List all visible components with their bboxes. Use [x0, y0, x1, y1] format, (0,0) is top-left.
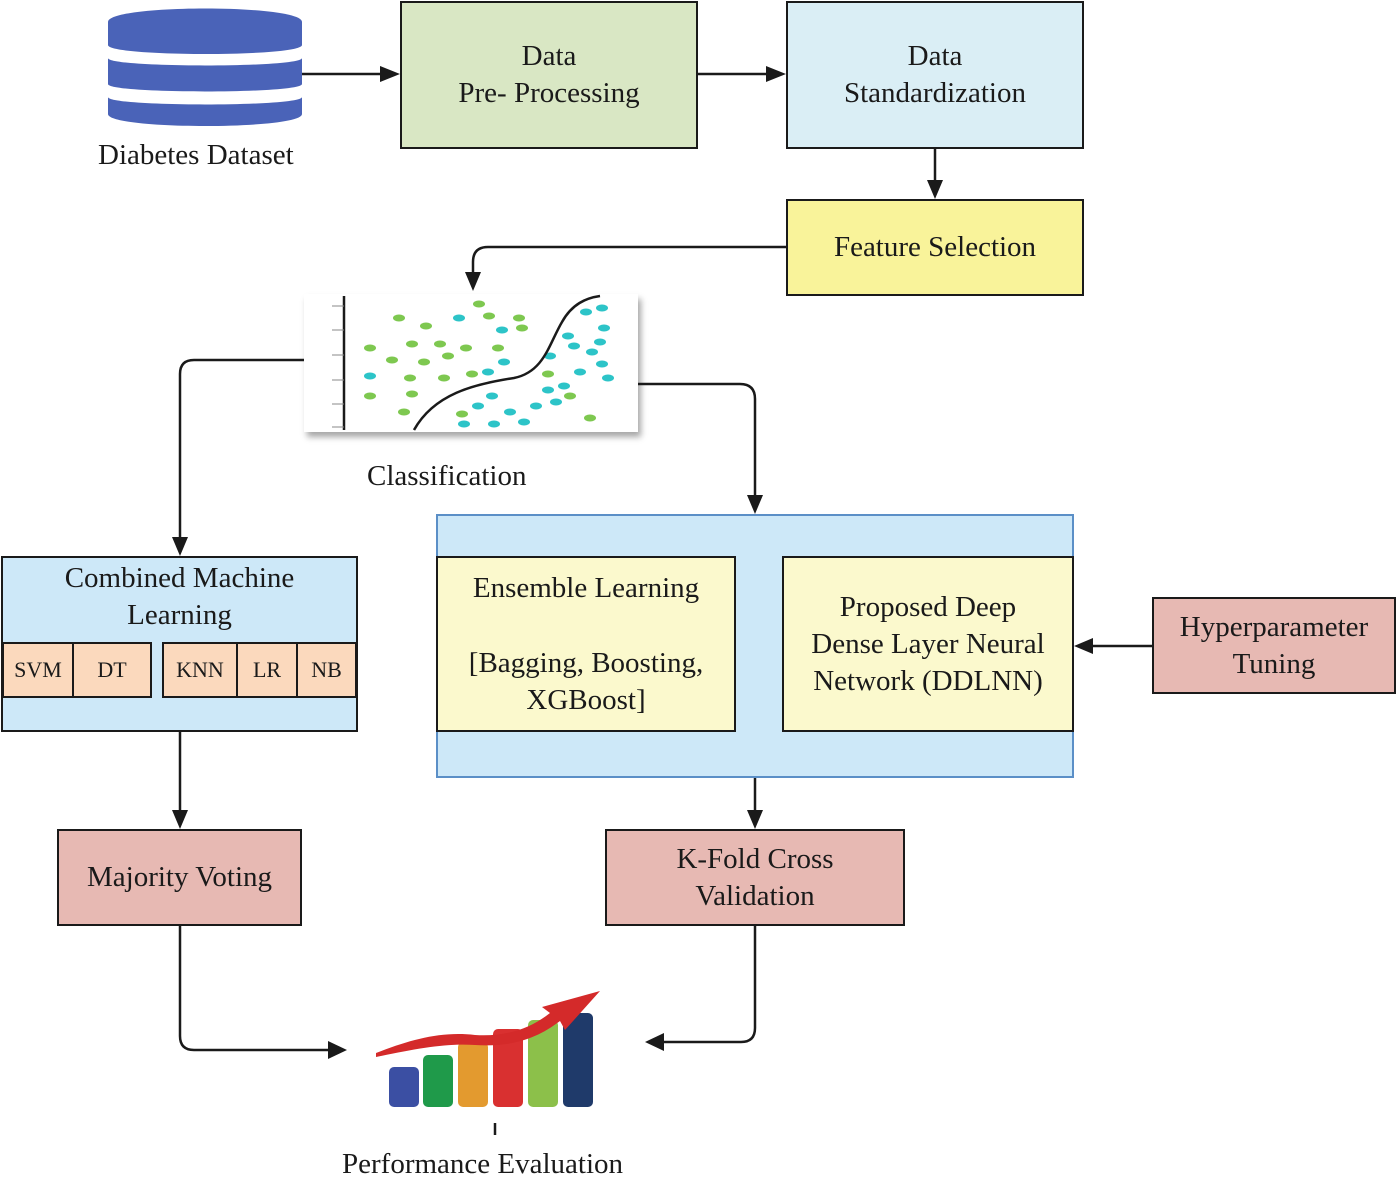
kfold-line1: K-Fold Cross: [676, 842, 834, 875]
majority-voting-label: Majority Voting: [86, 861, 273, 893]
ddlnn-box: Proposed Deep Dense Layer Neural Network…: [782, 556, 1074, 732]
hyperparameter-line1: Hyperparameter: [1179, 610, 1369, 643]
arrow-feature-to-classification: [471, 245, 786, 272]
preprocessing-box: Data Pre- Processing: [400, 1, 698, 149]
majority-voting-box: Majority Voting: [57, 829, 302, 926]
performance-chart-icon: [376, 991, 600, 1135]
combined-ml-line2: Learning: [127, 599, 232, 631]
arrow-kfold-to-performance: [664, 926, 757, 1044]
algorithm-cell-dt: DT: [72, 642, 152, 698]
ddlnn-line1: Proposed Deep: [839, 590, 1017, 623]
algorithm-cell-nb: NB: [296, 642, 357, 698]
arrowhead-3: [927, 180, 943, 199]
preprocessing-line1: Data: [521, 40, 577, 72]
hyperparameter-box: Hyperparameter Tuning: [1152, 597, 1396, 694]
ensemble-line1: Ensemble Learning: [472, 572, 700, 604]
arrow-classification-to-combined: [178, 358, 304, 537]
algorithm-cell-knn: KNN: [162, 642, 238, 698]
arrow-classification-to-models: [638, 382, 757, 495]
arrowhead-2: [766, 66, 786, 82]
arrowhead-7: [1074, 638, 1093, 654]
arrowhead-5: [172, 537, 188, 556]
ensemble-box: Ensemble Learning [Bagging, Boosting, XG…: [436, 556, 736, 732]
arrowhead-4: [465, 272, 481, 291]
scatter-plot-icon: [332, 294, 614, 431]
database-icon: [108, 8, 302, 126]
arrowhead-1: [380, 66, 400, 82]
arrow-voting-to-performance: [178, 926, 328, 1052]
performance-label: Performance Evaluation: [342, 1148, 624, 1180]
ddlnn-line3: Network (DDLNN): [813, 664, 1043, 697]
ensemble-line2: [Bagging, Boosting,: [468, 647, 704, 679]
hyperparameter-line2: Tuning: [1232, 647, 1316, 680]
kfold-box: K-Fold Cross Validation: [605, 829, 905, 926]
classification-image: [304, 294, 638, 432]
arrowhead-11: [645, 1033, 664, 1051]
arrowhead-8: [172, 810, 188, 829]
ensemble-line3: XGBoost]: [526, 684, 646, 716]
arrowhead-9: [747, 810, 763, 829]
classification-label: Classification: [367, 460, 527, 492]
dataset-label: Diabetes Dataset: [98, 139, 294, 171]
kfold-line2: Validation: [695, 879, 815, 912]
ddlnn-line2: Dense Layer Neural: [811, 627, 1045, 660]
arrowhead-6: [747, 495, 763, 514]
feature-selection-label: Feature Selection: [833, 231, 1037, 263]
standardization-box: Data Standardization: [786, 1, 1084, 149]
feature-selection-box: Feature Selection: [786, 199, 1084, 296]
arrowhead-10: [328, 1041, 347, 1059]
standardization-line1: Data: [907, 40, 963, 72]
combined-ml-line1: Combined Machine: [64, 562, 295, 594]
standardization-line2: Standardization: [843, 77, 1026, 109]
preprocessing-line2: Pre- Processing: [458, 77, 640, 109]
